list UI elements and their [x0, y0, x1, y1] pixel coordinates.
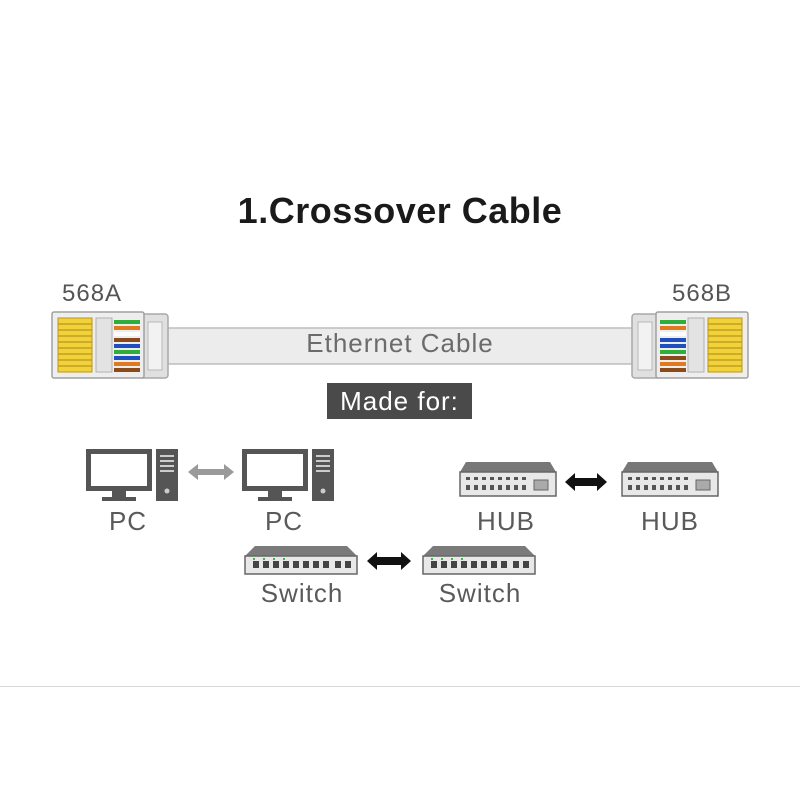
standard-label-568b: 568B — [672, 280, 733, 307]
cable-label: Ethernet Cable — [306, 328, 494, 358]
device-label-switch-right: Switch — [438, 578, 522, 608]
pc-icon — [242, 449, 334, 501]
divider-line — [0, 686, 800, 687]
cable-body — [164, 327, 636, 365]
ethernet-cable-diagram — [51, 311, 749, 379]
made-for-badge: Made for: — [327, 383, 472, 419]
pc-icon — [86, 449, 178, 501]
device-label-switch-left: Switch — [260, 578, 344, 608]
device-label-pc-right: PC — [264, 506, 304, 536]
device-label-hub-left: HUB — [477, 506, 535, 536]
device-label-hub-right: HUB — [641, 506, 699, 536]
standard-label-568a: 568A — [62, 280, 123, 307]
bidirectional-arrow-icon — [188, 464, 234, 480]
hub-icon — [621, 462, 719, 497]
page-title: 1.Crossover Cable — [237, 190, 563, 231]
device-label-pc-left: PC — [108, 506, 148, 536]
hub-icon — [459, 462, 557, 497]
rj45-connector-right — [655, 311, 749, 379]
bidirectional-arrow-icon — [367, 552, 411, 570]
switch-icon — [244, 546, 358, 575]
rj45-connector-left — [51, 311, 145, 379]
bidirectional-arrow-icon — [565, 473, 607, 491]
switch-icon — [422, 546, 536, 575]
